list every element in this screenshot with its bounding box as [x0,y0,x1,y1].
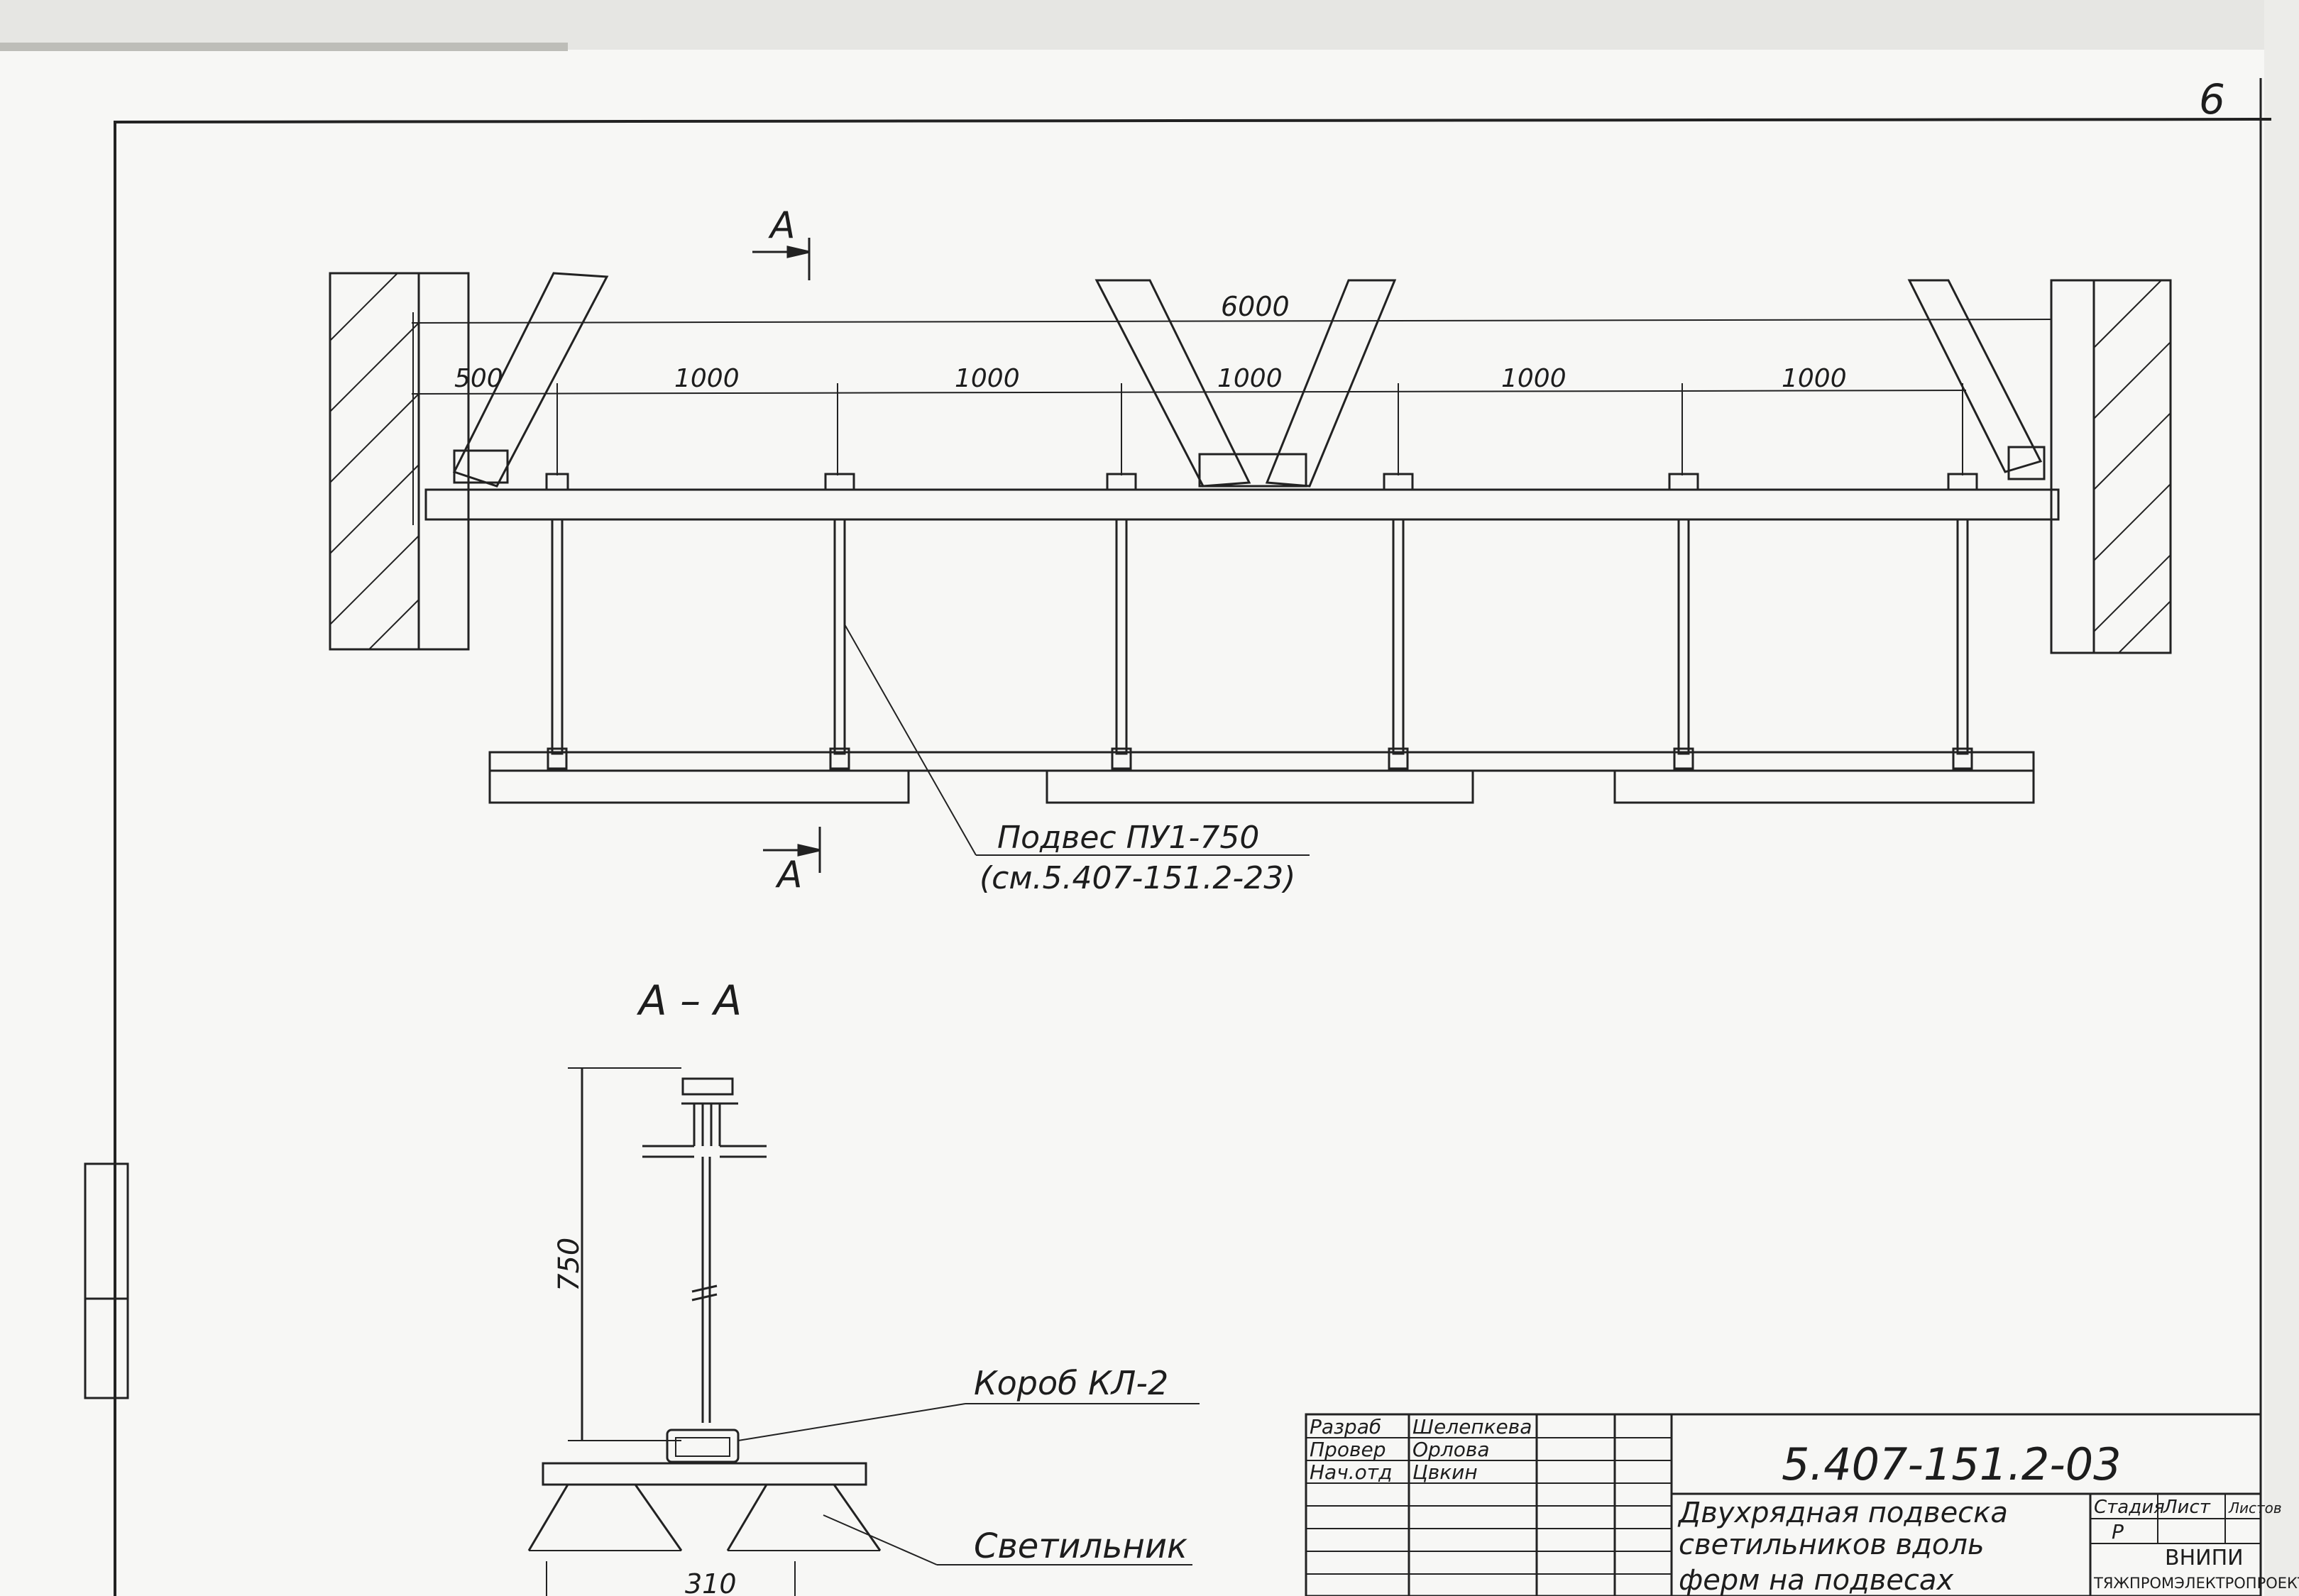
left-wall [329,272,470,651]
scan-edge-right [2264,0,2299,1596]
tb-org-line1: ВНИПИ [2165,1546,2244,1570]
truss-braces [452,272,2046,488]
tb-name-head: Цвкин [1412,1460,1478,1484]
scan-strip [0,43,568,51]
drawing-frame [84,78,2272,1596]
cable-tray [488,751,2035,772]
tb-designation: 5.407-151.2-03 [1782,1438,2122,1490]
tb-role-head: Нач.отд [1310,1460,1392,1484]
hanger-callout-line2: (см.5.407-151.2-23) [980,860,1295,896]
dim-span-1: 1000 [674,364,740,393]
box-callout-leader [737,1403,1200,1441]
tb-sheets-label: Листов [2228,1499,2282,1517]
dim-edge: 500 [454,364,503,393]
dim-span-5: 1000 [1782,364,1847,393]
tb-name-developed: Шелепкева [1412,1415,1532,1438]
sheet-number: 6 [2199,75,2225,123]
section-width-dim: 310 [685,1568,737,1596]
right-wall [2050,279,2172,654]
tb-stage-value: Р [2112,1520,2124,1543]
hanger-callout-line1: Подвес ПУ1-750 [997,820,1259,856]
tb-sheet-label: Лист [2163,1497,2211,1518]
section-mark-bottom [763,827,821,873]
dim-span-3: 1000 [1217,364,1283,393]
tb-name-checked: Орлова [1412,1438,1490,1461]
plan-dimensions [411,312,2052,525]
section-view [527,1067,882,1596]
dim-span-2: 1000 [955,364,1020,393]
tb-description-1: Двухрядная подвеска [1677,1497,2008,1529]
dim-overall: 6000 [1221,291,1290,322]
hanger-rods [545,473,1978,770]
section-title: A – A [636,976,742,1025]
section-mark-top-label: A [768,204,796,247]
luminaire-callout-label: Светильник [974,1526,1187,1566]
section-mark-top [752,238,811,280]
section-height-dim: 750 [553,1238,586,1292]
tb-org-line2: ТЯЖПРОМЭЛЕКТРОПРОЕКТ [2093,1575,2299,1592]
dim-span-4: 1000 [1501,364,1566,393]
plan-view [329,272,2172,804]
box-callout-label: Короб КЛ-2 [974,1364,1168,1402]
title-block [1305,1413,2262,1596]
tb-description-3: ферм на подвесах [1679,1564,1953,1596]
luminaire-callout-leader [823,1514,1192,1565]
section-mark-bottom-label: A [775,854,803,896]
hanger-callout-leader [844,624,1310,856]
scan-edge-top [0,0,2299,50]
tb-role-checked: Провер [1310,1438,1386,1461]
main-beam [424,488,2060,521]
tb-description-2: светильников вдоль [1679,1529,1985,1561]
tb-stage-label: Стадия [2094,1497,2165,1518]
luminaires [488,769,2035,804]
tb-role-developed: Разраб [1310,1415,1381,1438]
